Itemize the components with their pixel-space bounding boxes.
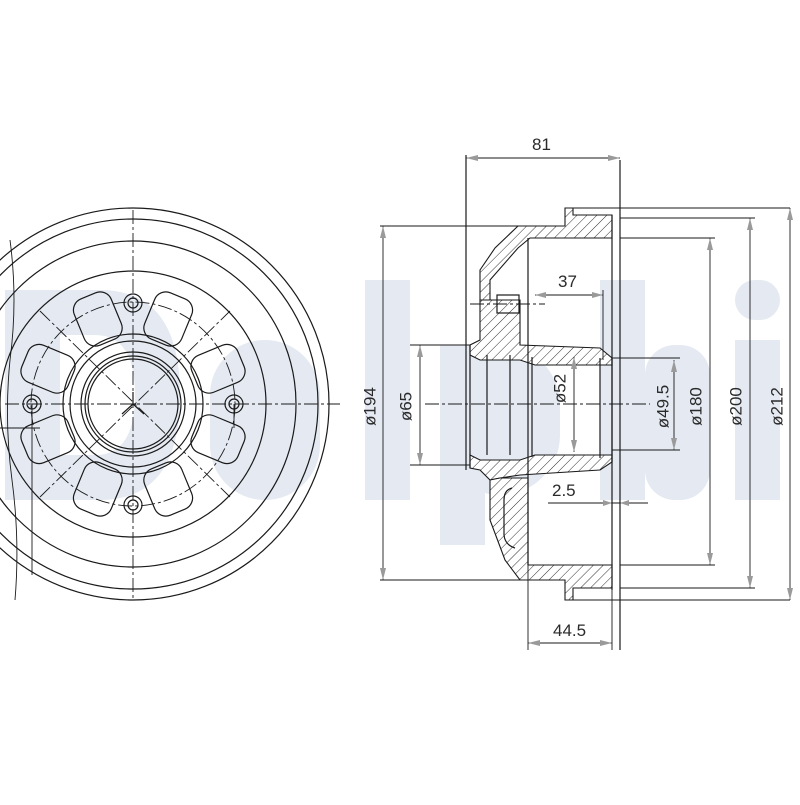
dimension-lines [380, 155, 793, 650]
front-view [0, 207, 340, 601]
section-view [380, 155, 793, 650]
cooling-pockets [20, 291, 246, 517]
